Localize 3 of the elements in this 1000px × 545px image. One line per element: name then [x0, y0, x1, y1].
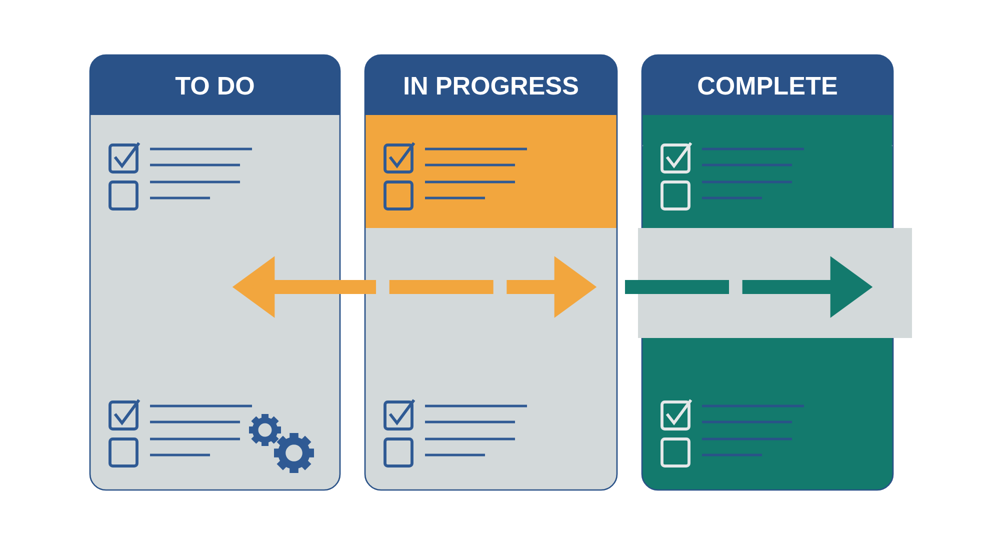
- column-header: COMPLETE: [698, 76, 837, 95]
- column-header: TO DO: [175, 76, 254, 95]
- column-header: IN PROGRESS: [404, 76, 578, 95]
